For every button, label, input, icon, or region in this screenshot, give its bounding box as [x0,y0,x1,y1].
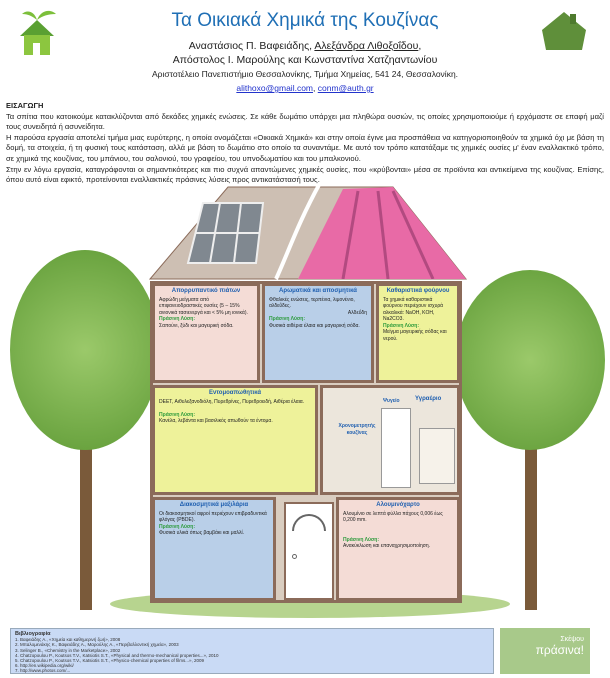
reference-item: 4. Chatzopoulou P., Koutsos T.V., Katsio… [15,652,219,658]
reference-item: 5. Chatzopoulou P., Koutsos T.V., Katsio… [15,658,205,664]
fridge-icon [381,408,411,488]
molecule-label: Αλδεΰδη [347,309,367,316]
panel-title: Απορρυπαντικό πιάτων [171,288,241,294]
author-name: Αναστάσιος Π. Βαφειάδης, [188,40,315,52]
introduction: ΕΙΣΑΓΩΓΗ Τα σπίτια που κατοικούμε κατακλ… [6,101,604,186]
references: Βιβλιογραφία 1. Βαφειάδης Α., «Χημεία κα… [10,628,494,674]
door-knob-icon [292,554,297,559]
think-green-logo: Σκέψου πράσινα! [500,628,590,674]
tree-trunk [80,420,92,610]
poster-title: Τα Οικιακά Χημικά της Κουζίνας [171,10,439,31]
panel-text: DEET, Αιθυλεξανοδιόλη, Πυρεθρίνες, Πυρεθ… [159,398,305,405]
panel-text: Φθαλικές ενώσεις, τερπένια, λιμονένιο, α… [269,296,355,310]
panel-title: Διακοσμητικά μαξιλάρια [179,502,249,508]
panel-text: Τα χημικά καθαριστικά φούρνου περιέχουν … [383,296,444,323]
intro-paragraph: Τα σπίτια που κατοικούμε κατακλύζονται α… [6,111,604,132]
panel-title: Καθαριστικά φούρνου [386,288,450,294]
authors-line-2: Απόστολος Ι. Μαρούλης και Κωνσταντίνα Χα… [172,54,438,66]
panel-text: Κανέλα, λεβάντα και βασιλικός απωθούν τα… [159,418,273,424]
green-solution-label: Πράσινη Λύση: [269,316,306,322]
intro-heading: ΕΙΣΑΓΩΓΗ [6,101,44,110]
panel-title: Αλουμινόχαρτο [376,502,420,508]
eco-house-logo [12,8,62,58]
grass-house-image [538,10,590,55]
green-solution-label: Πράσινη Λύση: [159,523,196,530]
email-link[interactable]: alithoxo@gmail.com [236,83,314,93]
panel-text: Ανακύκλωση και επαναχρησιμοποίηση. [343,543,431,549]
tree-trunk [525,420,537,610]
affiliation: Αριστοτέλειο Πανεπιστήμιο Θεσσαλονίκης, … [151,69,459,79]
stove-icon [419,428,455,484]
panel-cushions: Διακοσμητικά μαξιλάρια Οι διακοσμητικοί α… [152,497,276,601]
green-solution-label: Πράσινη Λύση: [343,536,380,543]
front-door [284,502,334,600]
intro-paragraph: Η παρούσα εργασία αποτελεί τμήμα μιας ευ… [6,132,604,163]
reference-item: 7. http://www.photos.com/... [15,668,71,674]
panel-text: Φυσικά αιθέρια έλαια και μαγειρική σόδα. [269,322,360,329]
panel-text: Σαπούνι, ξύδι και μαγειρική σόδα. [159,322,234,329]
panel-text: Οι διακοσμητικοί αφροί περιέχουν επιβραδ… [159,510,267,524]
panel-text: Μείγμα μαγειρικής σόδας και νερού. [383,329,447,342]
green-solution-label: Πράσινη Λύση: [159,411,196,418]
house-roof [148,182,468,283]
intro-paragraph: Στην εν λόγω εργασία, καταγράφονται οι σ… [6,164,604,185]
reference-item: 2. Μπαλομενάκης Κ., Βαφειάδης Α., Μαρούλ… [15,642,179,648]
reference-item: 1. Βαφειάδης Α., «Χημεία και καθημερινή … [15,637,121,643]
panel-text: Φυσικά υλικά όπως βαμβάκι και μαλλί. [159,530,245,536]
email-link[interactable]: conm@auth.gr [317,83,374,93]
panel-text: Αλουμίνιο σε λεπτά φύλλα πάχους 0,006 έω… [343,510,443,524]
reference-item: 6. http://en.wikipedia.org/wiki/ [15,663,74,669]
door-window-icon [292,514,326,531]
logo-line: Σκέψου [560,636,584,643]
emails: alithoxo@gmail.com, conm@auth.gr [0,83,610,93]
references-heading: Βιβλιογραφία [15,631,51,637]
fridge-label: Ψυγείο [383,398,400,404]
logo-line: πράσινα! [535,643,584,657]
tree-right [455,270,605,450]
panel-oven-cleaners: Καθαριστικά φούρνου Τα χημικά καθαριστικά… [376,283,460,383]
timer-label: Χρονομετρητής κουζίνας [338,423,376,436]
panel-kitchen: Χρονομετρητής κουζίνας Ψυγείο Υγραέριο [320,385,460,495]
presenting-author: Αλεξάνδρα Λιθοξοΐδου [314,40,419,52]
panel-text: Αφρώδη μείγματα από επιφανειοδραστικές ο… [159,296,248,316]
reference-item: 3. Selinger B., «Chemistry in the Market… [15,647,121,653]
green-solution-label: Πράσινη Λύση: [159,316,196,322]
panel-title: Αρωματικά και αποσμητικά [279,288,357,294]
panel-title: Υγραέριο [415,396,442,402]
tree-left [10,250,160,450]
panel-title: Εντομοαπωθητικά [208,390,262,396]
email-separator: , [313,83,318,93]
authors-line-1: Αναστάσιος Π. Βαφειάδης, Αλεξάνδρα Λιθοξ… [188,40,422,52]
green-solution-label: Πράσινη Λύση: [383,322,420,329]
